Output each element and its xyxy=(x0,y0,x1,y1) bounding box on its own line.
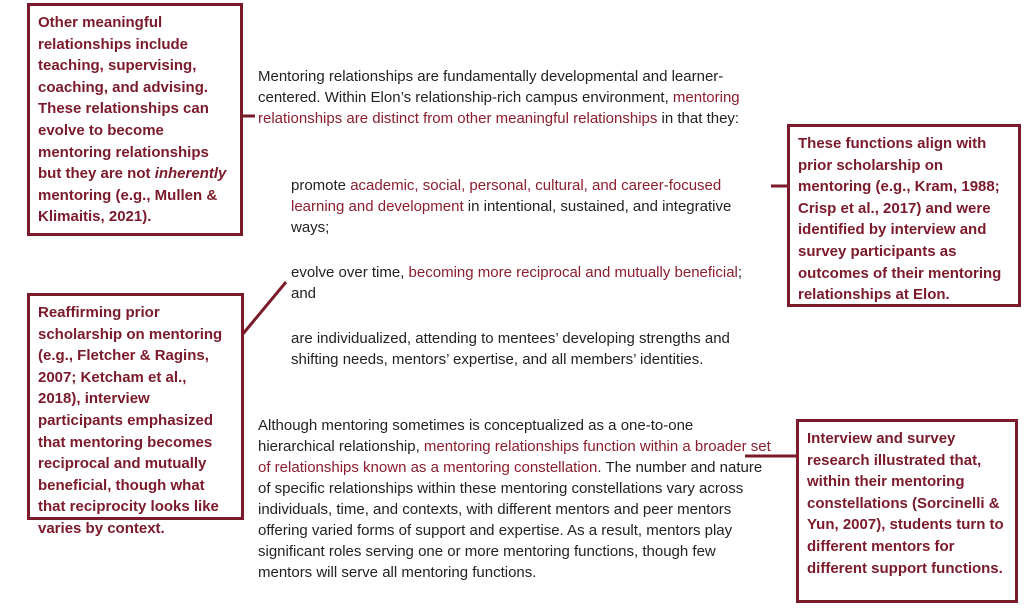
evolve-text-a: evolve over time, xyxy=(291,264,409,281)
intro-text-b: in that they: xyxy=(657,110,740,127)
constellation-text-a: Although mentoring sometimes is conceptu… xyxy=(258,417,694,455)
callout-functions-text: These functions align with prior scholar… xyxy=(798,135,1002,304)
evolve-highlight: becoming more reciprocal and mutually be… xyxy=(408,264,738,281)
intro-paragraph: Mentoring relationships are fundamentall… xyxy=(258,66,758,129)
intro-highlight: mentoring relationships are distinct fro… xyxy=(258,89,740,127)
callout-constellation: Interview and survey research illustrate… xyxy=(796,419,1018,603)
constellation-paragraph: Although mentoring sometimes is conceptu… xyxy=(258,415,773,583)
callout-reciprocal-text: Reaffirming prior scholarship on mentori… xyxy=(38,304,223,537)
intro-text-a: Mentoring relationships are fundamentall… xyxy=(258,68,724,106)
promote-text-b: in intentional, sustained, and integrati… xyxy=(291,198,732,236)
promote-text-a: promote xyxy=(291,177,351,194)
callout-meaningful-text-a: Other meaningful relationships include t… xyxy=(38,14,209,183)
constellation-highlight: mentoring relationships function within … xyxy=(258,438,771,476)
callout-constellation-text: Interview and survey research illustrate… xyxy=(807,430,1004,577)
callout-meaningful-relationships: Other meaningful relationships include t… xyxy=(27,3,243,236)
promote-highlight: academic, social, personal, cultural, an… xyxy=(291,177,722,215)
callout-functions: These functions align with prior scholar… xyxy=(787,124,1021,307)
callout-reciprocal: Reaffirming prior scholarship on mentori… xyxy=(27,293,244,537)
list-item-evolve: evolve over time, becoming more reciproc… xyxy=(291,262,751,304)
connector-reciprocal xyxy=(240,281,288,336)
list-item-promote: promote academic, social, personal, cult… xyxy=(291,175,771,238)
callout-meaningful-emphasis: inherently xyxy=(154,165,227,183)
individualized-text: are individualized, attending to mentees… xyxy=(291,330,730,368)
evolve-text-b: ; and xyxy=(291,264,743,302)
constellation-text-b: . The number and nature of specific rela… xyxy=(258,459,763,581)
list-item-individualized: are individualized, attending to mentees… xyxy=(291,328,761,370)
callout-meaningful-text-b: mentoring (e.g., Mullen & Klimaitis, 202… xyxy=(38,186,218,226)
